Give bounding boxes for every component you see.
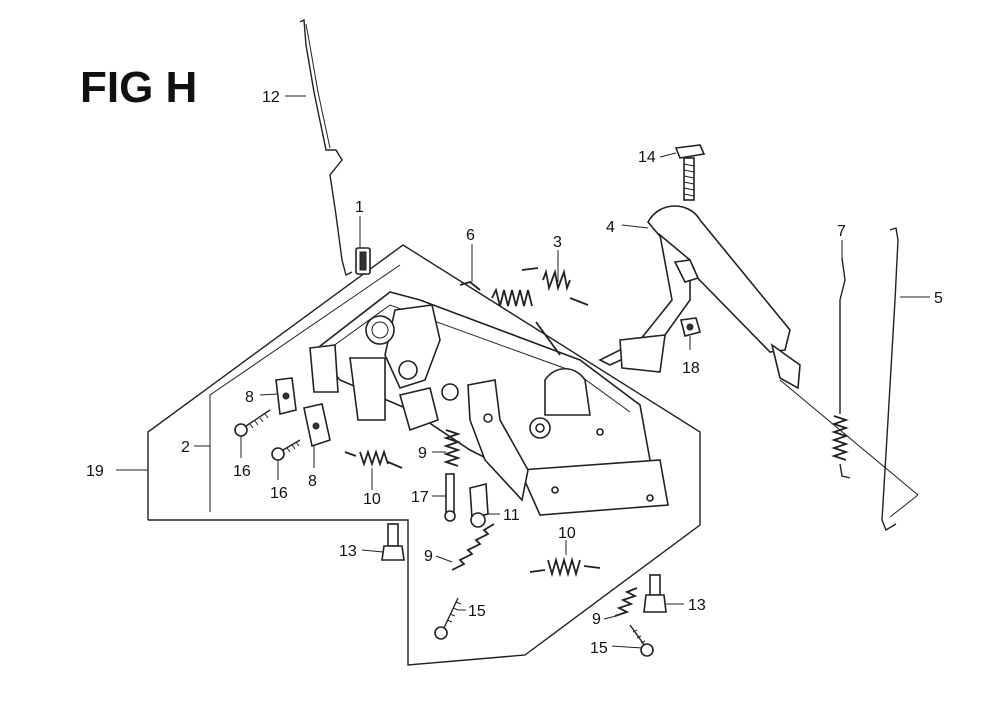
part-5-rod xyxy=(881,227,899,532)
part-10-spring-left xyxy=(344,449,403,469)
assembly-19-outline xyxy=(147,244,701,666)
part-9-spring-upper xyxy=(443,429,461,467)
part-7-spring-rod xyxy=(831,257,851,479)
part-16-screw-lower xyxy=(271,439,301,461)
callout-8-upper: 8 xyxy=(245,389,254,406)
callout-14: 14 xyxy=(638,149,656,166)
part-8-clip-lower xyxy=(303,403,331,448)
callout-19: 19 xyxy=(86,463,104,480)
part-13-bolt-right xyxy=(643,574,667,613)
part-15-screw-left xyxy=(434,597,462,640)
callout-16-lower: 16 xyxy=(270,485,288,502)
part-14-bolt xyxy=(674,144,706,201)
part-16-screw-upper xyxy=(234,409,271,437)
part-3-spring xyxy=(521,267,589,306)
part-6-spring xyxy=(459,281,561,356)
part-15-screw-right xyxy=(629,624,654,657)
assembly-2-outline xyxy=(209,264,401,512)
part-10-spring-right xyxy=(529,556,601,578)
leader-lines xyxy=(116,95,930,649)
callout-2: 2 xyxy=(181,439,190,456)
callout-17: 17 xyxy=(411,489,429,506)
part-8-clip-upper xyxy=(275,377,297,415)
part-11-cap xyxy=(469,482,489,528)
part-4-control-lever xyxy=(598,205,801,390)
callout-18: 18 xyxy=(682,360,700,377)
callout-15-left: 15 xyxy=(468,603,486,620)
figure-title: FIG H xyxy=(80,63,197,112)
callout-13-right: 13 xyxy=(688,597,706,614)
callout-9-lower: 9 xyxy=(592,611,601,628)
part-throttle-rod xyxy=(299,18,353,277)
callout-1: 1 xyxy=(355,199,364,216)
callout-16-upper: 16 xyxy=(233,463,251,480)
part-9-spring-middle xyxy=(451,523,495,571)
callout-13-left: 13 xyxy=(339,543,357,560)
callout-11: 11 xyxy=(503,507,520,524)
callout-10-right: 10 xyxy=(558,525,576,542)
callout-6: 6 xyxy=(466,227,475,244)
callout-4: 4 xyxy=(606,219,615,236)
callout-10-left: 10 xyxy=(363,491,381,508)
callout-7: 7 xyxy=(837,223,846,240)
callout-9-upper: 9 xyxy=(418,445,427,462)
part-13-bolt-left xyxy=(381,523,405,561)
part-17-pin xyxy=(444,473,456,522)
part-18-nut xyxy=(680,317,701,337)
callout-8-lower: 8 xyxy=(308,473,317,490)
callout-12: 12 xyxy=(262,89,280,106)
part-9-spring-lower xyxy=(614,587,638,617)
part-1-clip xyxy=(355,247,371,275)
callout-5: 5 xyxy=(934,290,943,307)
callout-3: 3 xyxy=(553,234,562,251)
part-control-base-plate xyxy=(309,291,669,516)
callout-15-right: 15 xyxy=(590,640,608,657)
callout-9-middle: 9 xyxy=(424,548,433,565)
